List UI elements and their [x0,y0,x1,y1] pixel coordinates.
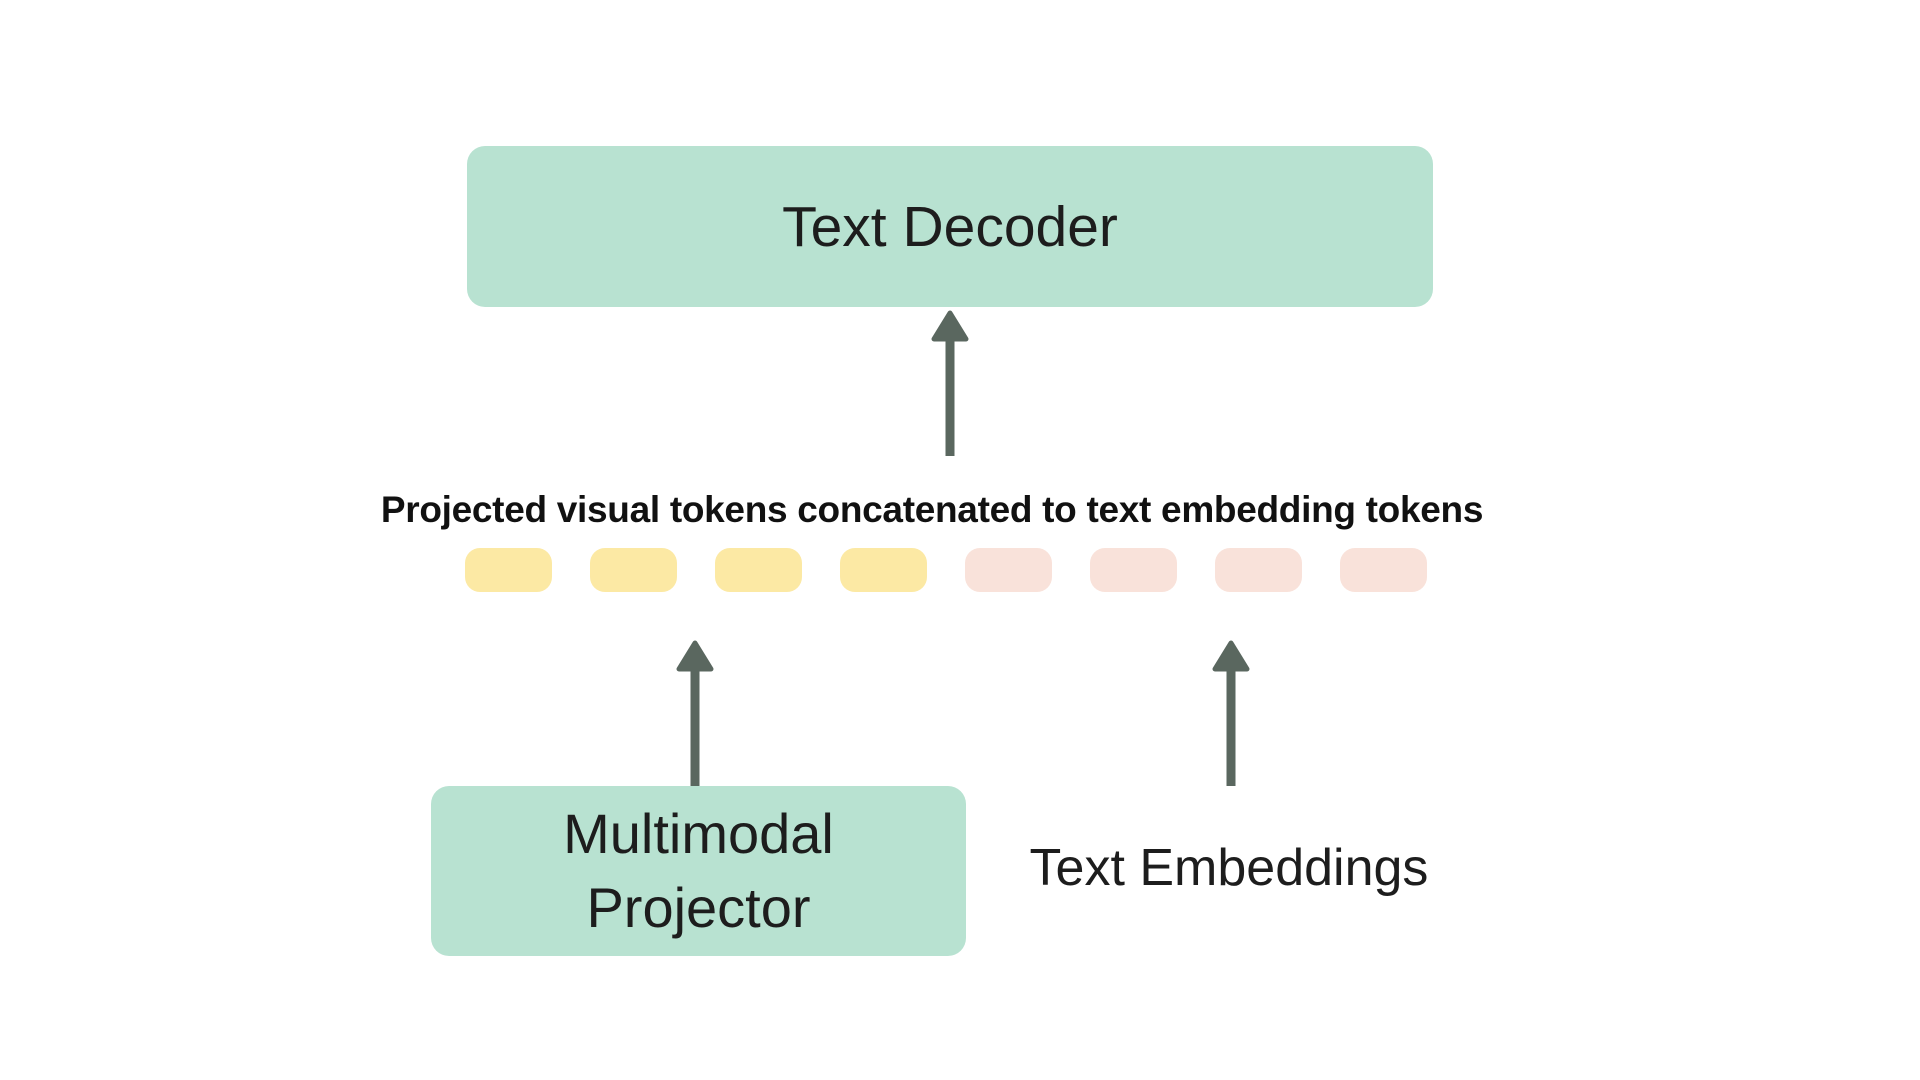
visual-token [840,548,927,592]
text-embeddings-label: Text Embeddings [1029,839,1429,897]
arrow-up-icon [931,310,969,456]
text-token [1090,548,1177,592]
text-token [1340,548,1427,592]
arrow-up-icon [1212,640,1250,786]
caption-text: Projected visual tokens concatenated to … [380,489,1484,530]
text-token [965,548,1052,592]
visual-token [590,548,677,592]
visual-token [715,548,802,592]
multimodal-projector-label: Multimodal Projector [563,802,834,939]
arrow-up-icon [676,640,714,786]
text-decoder-node: Text Decoder [467,146,1433,307]
text-decoder-label: Text Decoder [782,194,1118,259]
text-token [1215,548,1302,592]
visual-token [465,548,552,592]
multimodal-projector-node: Multimodal Projector [431,786,966,956]
token-row [465,548,1427,592]
